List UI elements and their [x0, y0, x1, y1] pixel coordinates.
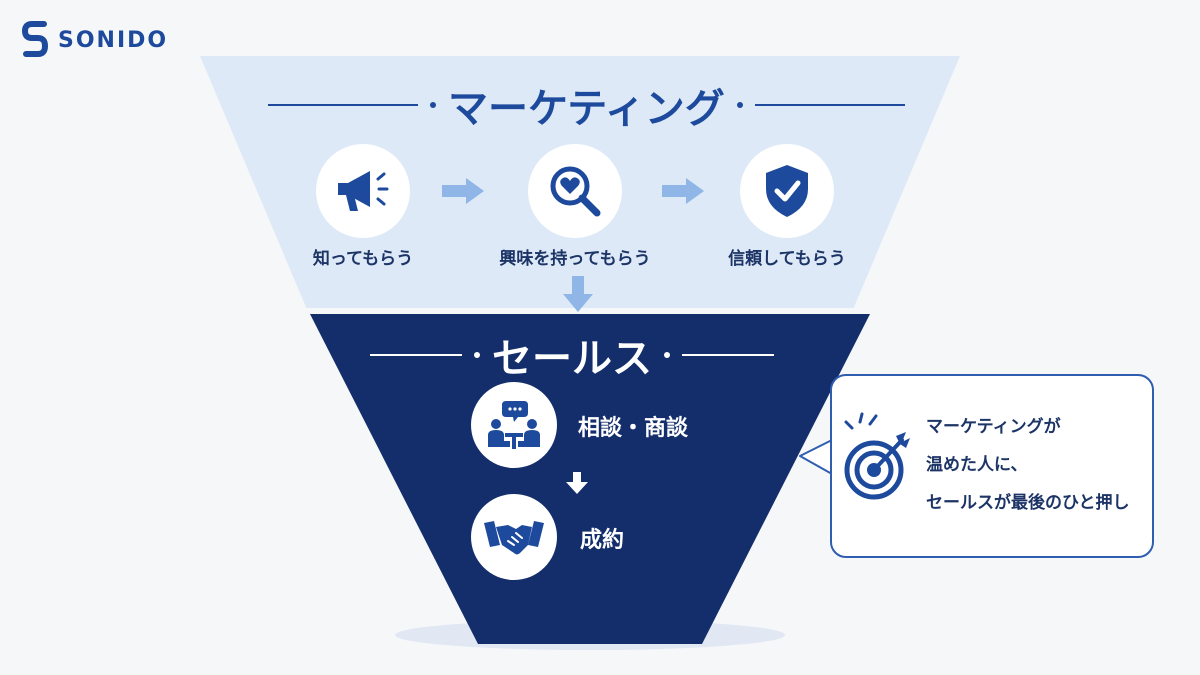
title-dot-right [736, 102, 743, 108]
magnifier-heart-icon [550, 166, 601, 217]
callout-line-2: 温めた人に、 [926, 455, 1028, 475]
callout-text: マーケティングが 温めた人に、 セールスが最後のひと押し [926, 408, 1130, 522]
callout-box [830, 374, 1154, 558]
handshake-icon [484, 521, 544, 555]
brand-name: SONIDO [58, 27, 169, 53]
sales-step-1-circle [471, 382, 557, 468]
sales-rule-right [682, 354, 774, 356]
brand-logo: SONIDO [22, 20, 168, 60]
marketing-title: マーケティング [448, 86, 725, 132]
sales-dot-right [664, 352, 670, 358]
sales-title-row: セールス [370, 326, 774, 384]
marketing-step-3-circle [740, 144, 834, 238]
title-dot-left [430, 102, 436, 108]
sonido-logo-icon [22, 21, 48, 57]
sales-step-2-label: 成約 [580, 528, 625, 553]
callout-line-3: セールスが最後のひと押し [926, 493, 1130, 513]
title-rule-left [268, 104, 418, 106]
arrow-down-sales-icon [566, 472, 588, 494]
meeting-icon [488, 401, 540, 449]
arrow-down-to-sales-icon [563, 276, 593, 312]
marketing-step-1-label: 知ってもらう [312, 249, 414, 269]
sales-rule-left [370, 354, 462, 356]
arrow-right-1-icon [442, 178, 484, 204]
sales-title: セールス [492, 336, 652, 382]
sales-dot-left [474, 352, 480, 358]
callout-line-1: マーケティングが [926, 417, 1061, 437]
sales-step-1-label: 相談・商談 [578, 416, 689, 441]
marketing-title-row: マーケティング [268, 76, 905, 134]
marketing-step-1-circle [316, 144, 410, 238]
shield-check-icon [766, 165, 808, 217]
megaphone-icon [338, 171, 389, 211]
arrow-right-2-icon [662, 178, 704, 204]
sales-step-2-circle [471, 494, 557, 580]
target-icon [844, 412, 910, 500]
marketing-step-2-label: 興味を持ってもらう [499, 249, 651, 269]
marketing-step-3-label: 信頼してもらう [728, 249, 846, 269]
title-rule-right [754, 104, 905, 106]
marketing-step-2-circle [528, 144, 622, 238]
